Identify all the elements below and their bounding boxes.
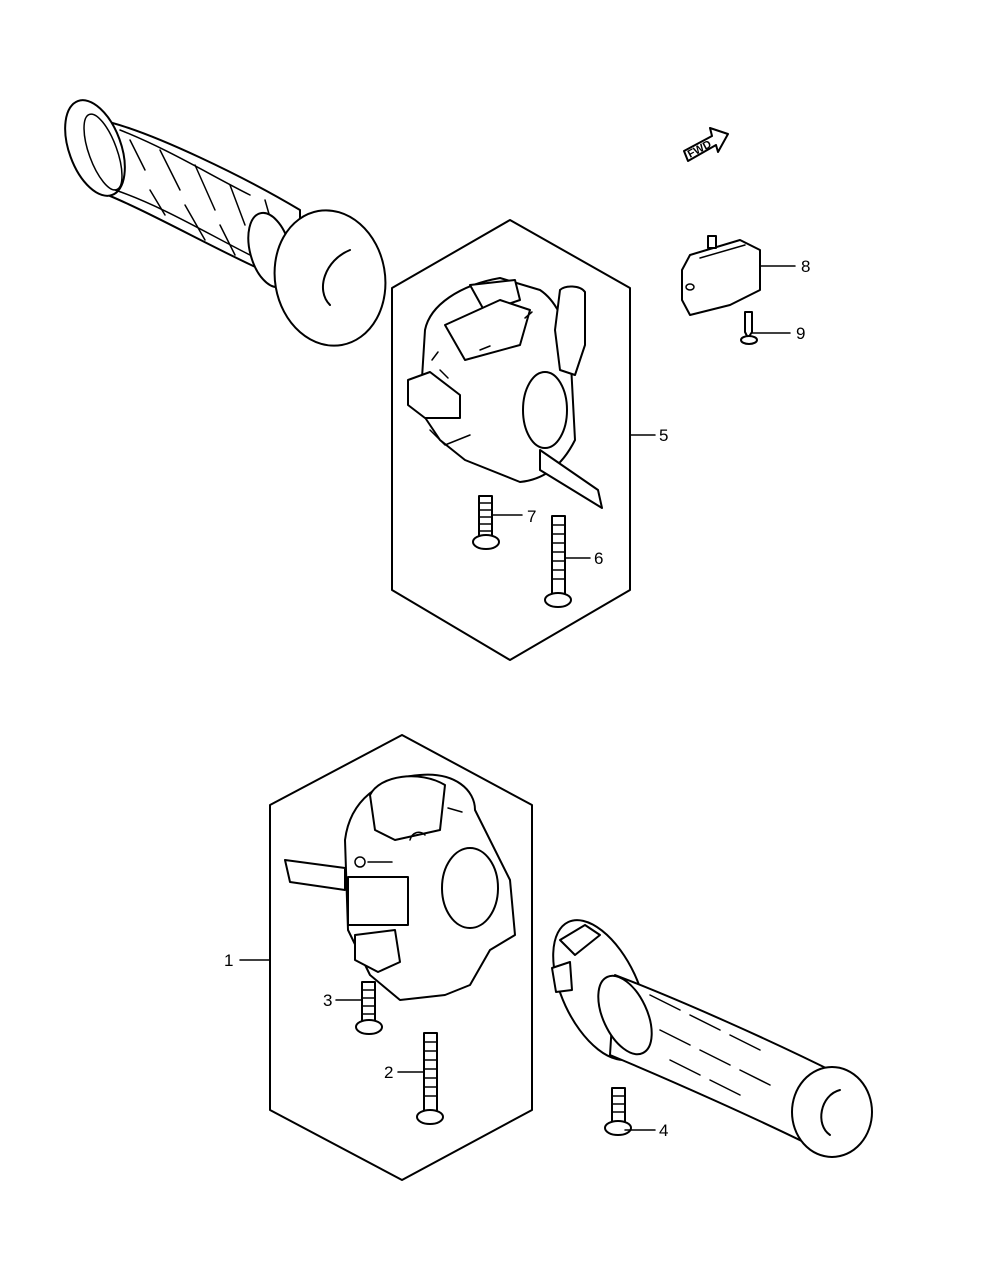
right-switch-kit-outline	[269, 734, 533, 1181]
screw-4	[604, 1087, 632, 1136]
fwd-direction-arrow: FWD	[683, 127, 729, 162]
right-throttle-grip	[551, 919, 873, 1158]
callout-6: 6	[594, 549, 603, 568]
switch-part-8	[681, 235, 761, 316]
right-handlebar-switch	[284, 773, 516, 1001]
callout-3: 3	[323, 991, 332, 1010]
left-switch-kit-outline	[391, 219, 631, 661]
left-handlebar-switch	[407, 277, 603, 509]
screw-6	[544, 515, 572, 608]
screw-2	[416, 1032, 444, 1125]
left-handlebar-grip	[64, 99, 387, 347]
screw-7	[472, 495, 500, 550]
callout-7: 7	[527, 507, 536, 526]
callout-4: 4	[659, 1121, 668, 1140]
callout-2: 2	[384, 1063, 393, 1082]
screw-3	[355, 981, 383, 1035]
screw-9	[740, 311, 758, 345]
callout-1: 1	[224, 951, 233, 970]
fwd-label: FWD	[686, 138, 714, 160]
callout-numbers: 5 7 6 8 9 1 3 2 4	[224, 257, 810, 1140]
callout-5: 5	[659, 426, 668, 445]
leader-lines	[239, 265, 796, 1131]
callout-9: 9	[796, 324, 805, 343]
callout-8: 8	[801, 257, 810, 276]
